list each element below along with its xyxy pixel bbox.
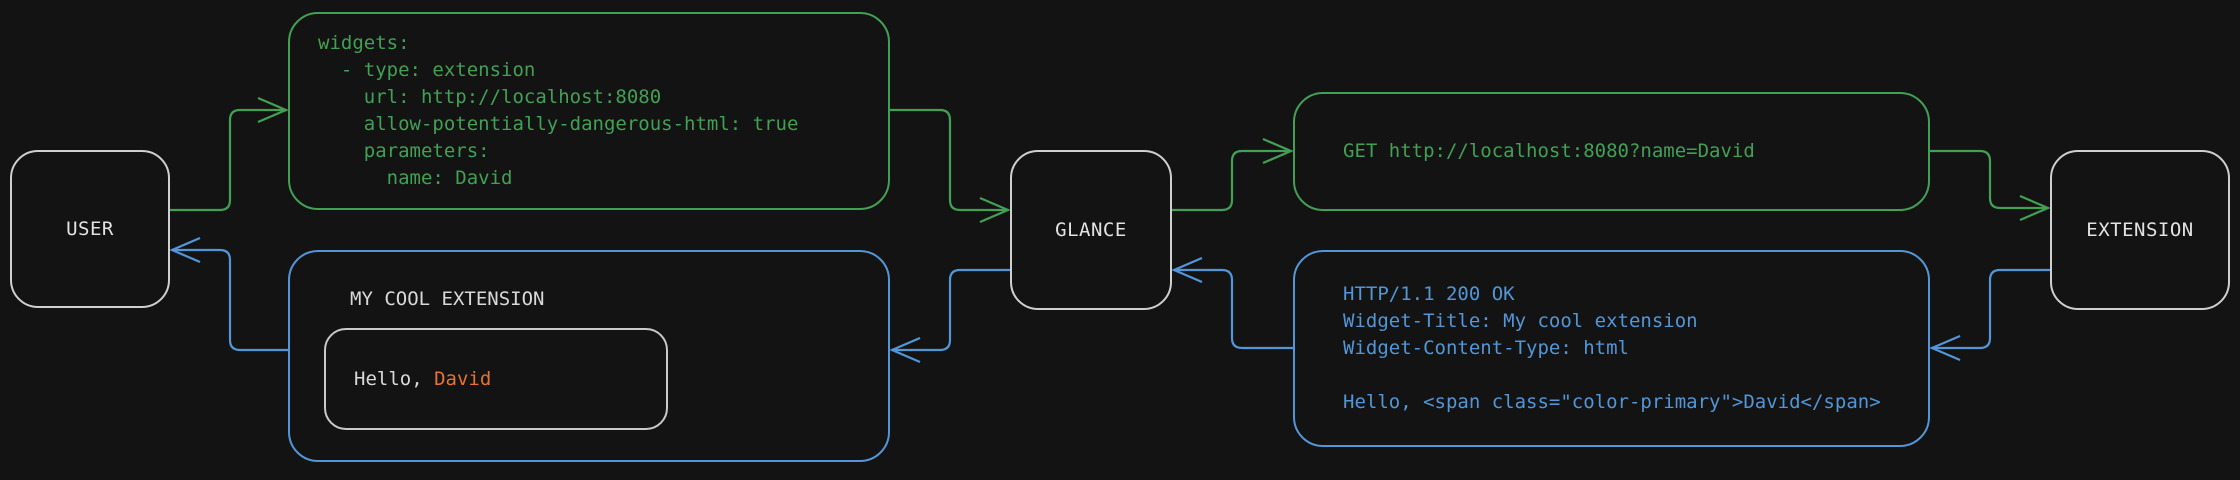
widget-greeting-box: Hello, David xyxy=(324,328,668,430)
node-glance: GLANCE xyxy=(1010,150,1172,310)
http-response-code: HTTP/1.1 200 OK Widget-Title: My cool ex… xyxy=(1343,283,1881,413)
greeting-name: David xyxy=(434,368,492,390)
http-request-box: GET http://localhost:8080?name=David xyxy=(1293,92,1930,211)
config-yaml-box: widgets: - type: extension url: http://l… xyxy=(288,12,890,210)
arrow-widget-to-user xyxy=(169,236,288,352)
arrow-glance-to-widget xyxy=(889,268,1010,364)
greeting-prefix: Hello, xyxy=(354,368,435,390)
arrow-extension-to-response xyxy=(1929,268,2050,362)
rendered-widget-box: MY COOL EXTENSION Hello, David xyxy=(288,250,890,462)
arrow-response-to-glance xyxy=(1171,256,1293,350)
http-response-box: HTTP/1.1 200 OK Widget-Title: My cool ex… xyxy=(1293,250,1930,447)
arrow-request-to-extension xyxy=(1930,149,2051,222)
node-user-label: USER xyxy=(66,218,114,240)
arrow-user-to-config xyxy=(170,96,289,212)
arrow-glance-to-request xyxy=(1172,137,1294,212)
node-user: USER xyxy=(10,150,170,308)
http-request-code: GET http://localhost:8080?name=David xyxy=(1343,140,1755,162)
widget-title: MY COOL EXTENSION xyxy=(350,288,545,310)
node-extension: EXTENSION xyxy=(2050,150,2230,310)
config-yaml-code: widgets: - type: extension url: http://l… xyxy=(318,32,799,189)
node-extension-label: EXTENSION xyxy=(2086,219,2194,241)
arrow-config-to-glance xyxy=(890,108,1011,224)
node-glance-label: GLANCE xyxy=(1055,219,1127,241)
